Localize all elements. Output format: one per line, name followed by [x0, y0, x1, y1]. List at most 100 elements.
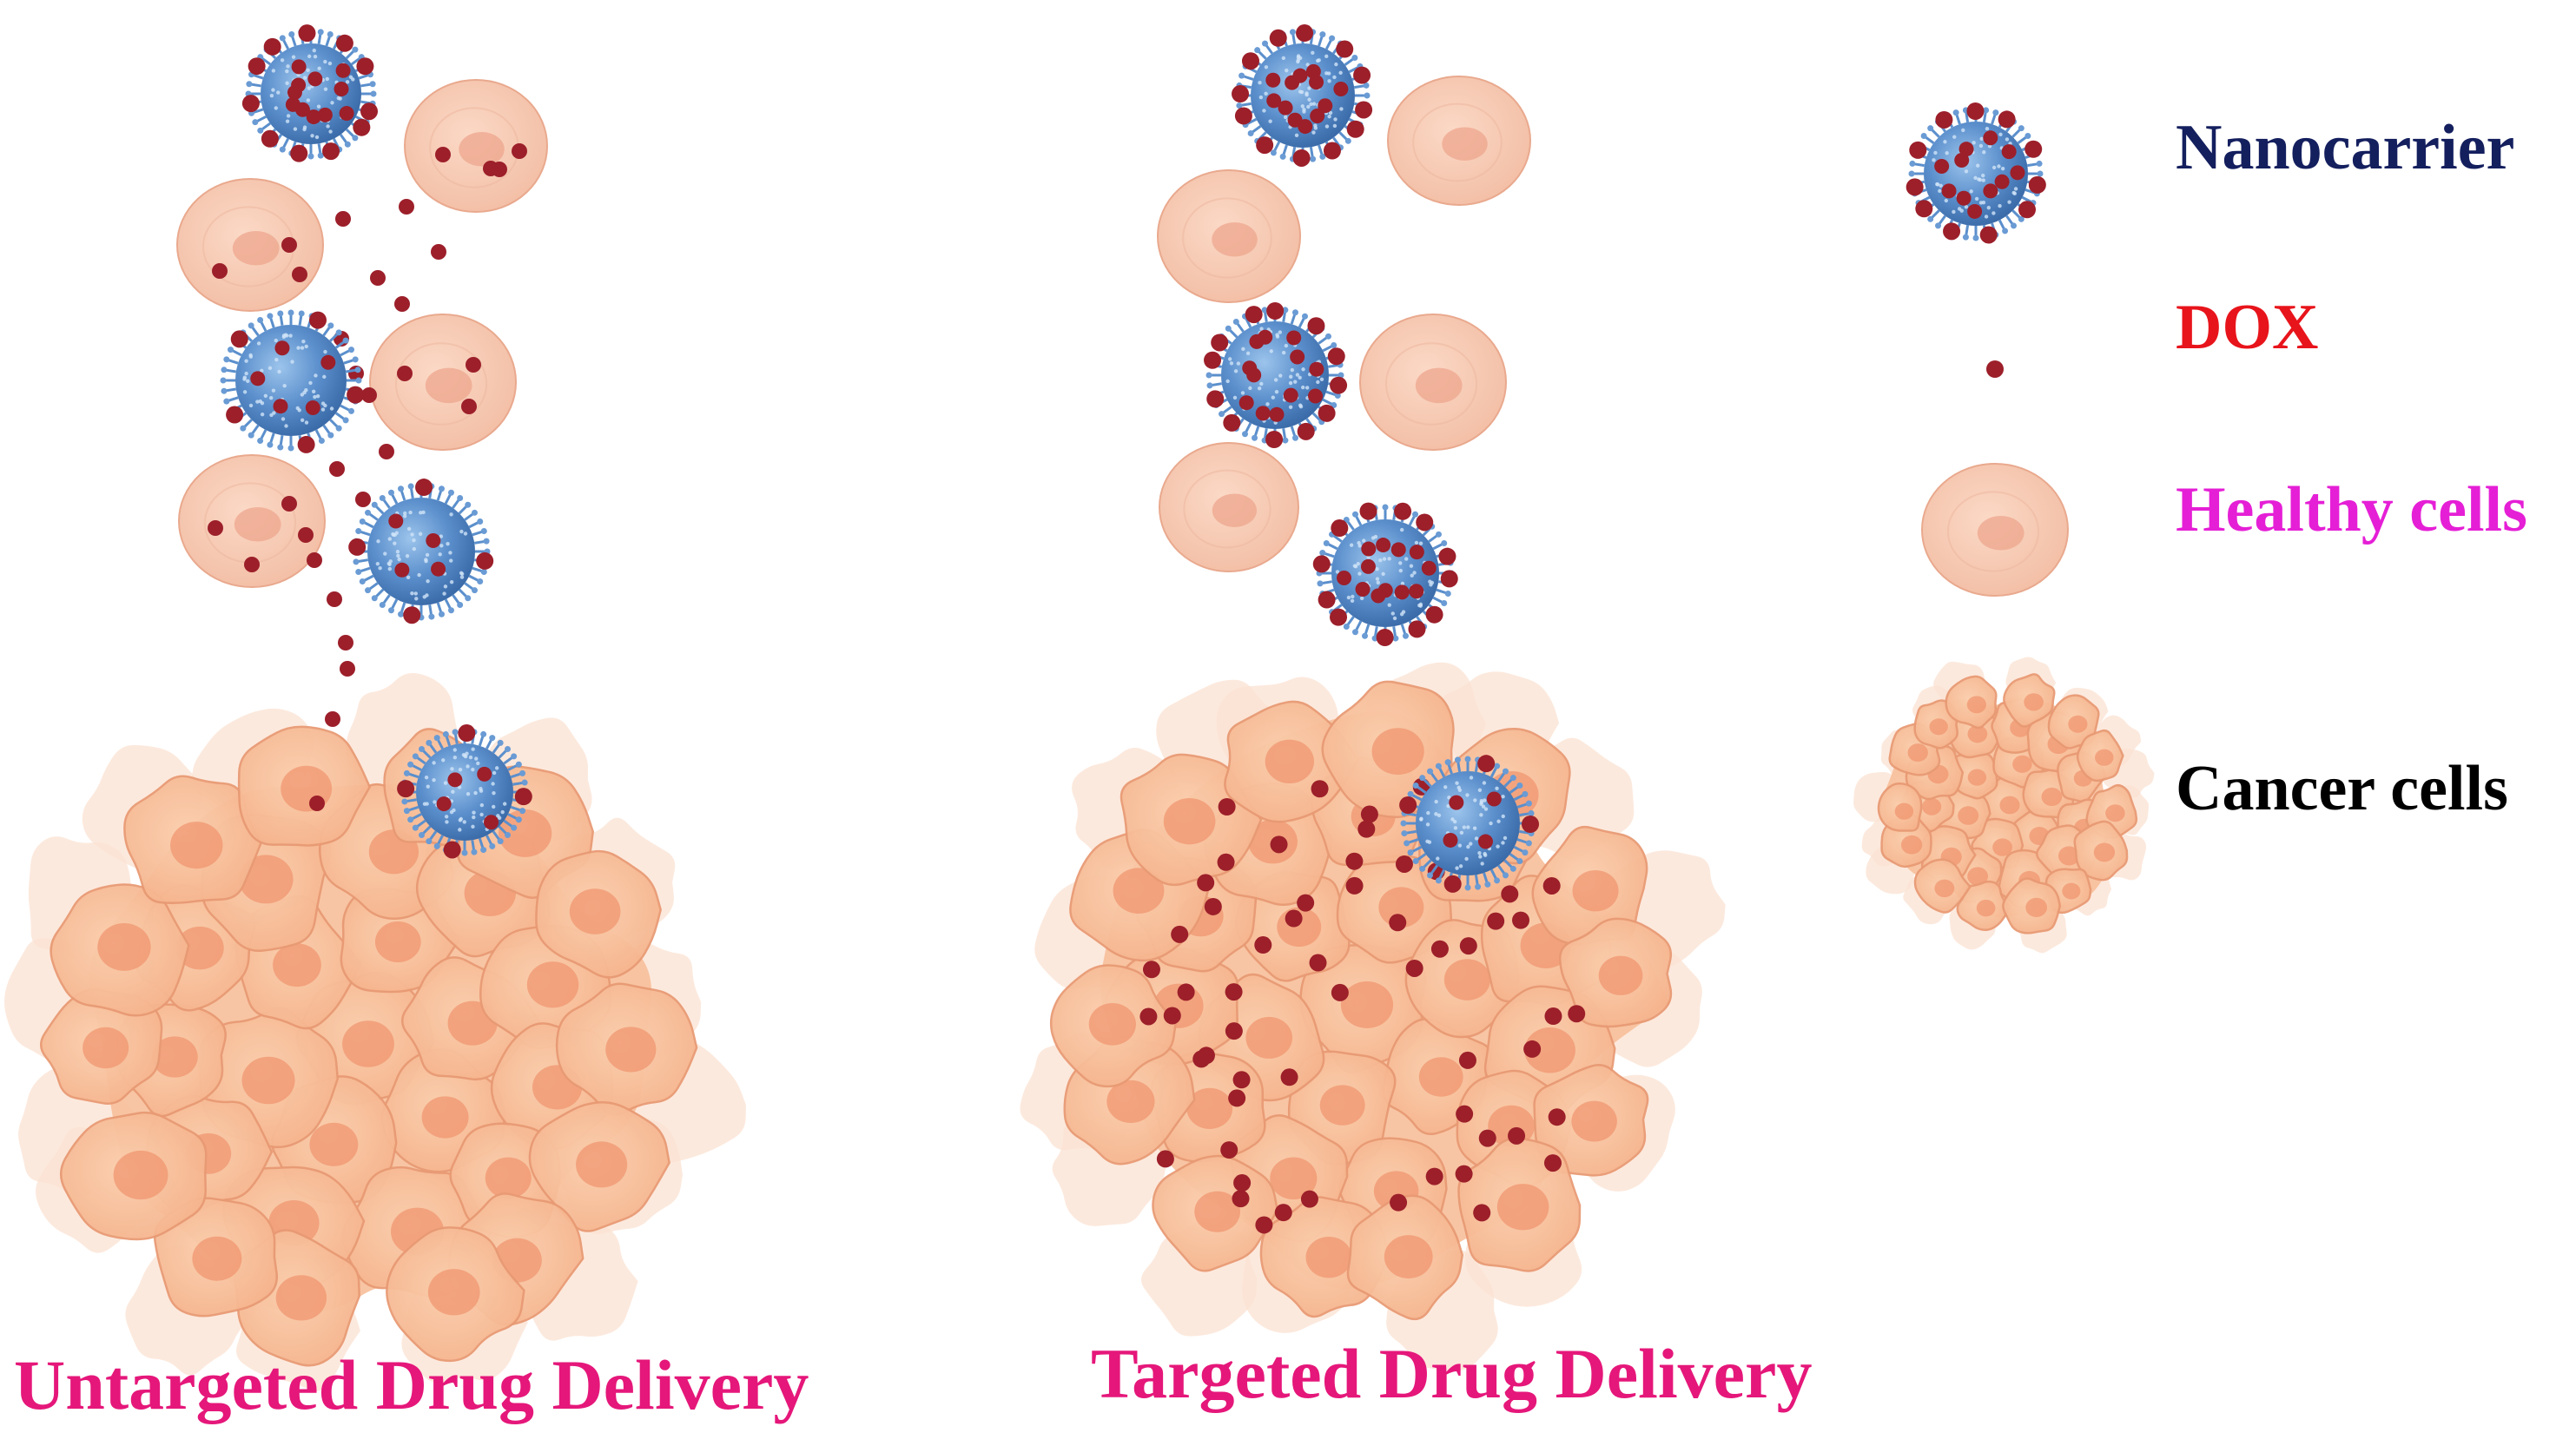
dox-particle	[426, 532, 441, 548]
nanocarrier-spike-tip	[1338, 372, 1344, 379]
dox-particle	[1390, 1193, 1408, 1212]
dox-particle	[1274, 1204, 1292, 1222]
nanocarrier-spike-tip	[1935, 222, 1942, 229]
nanocarrier-spike-tip	[515, 761, 522, 768]
nanocarrier-spike-tip	[257, 317, 264, 324]
cancer-cell-nucleus	[97, 923, 151, 971]
dox-particle	[431, 244, 446, 260]
nanocarrier-texture	[263, 393, 268, 399]
nanocarrier-texture	[1313, 126, 1318, 130]
dox-particle	[2028, 175, 2046, 194]
dox-particle	[1394, 502, 1412, 520]
dox-particle	[1523, 1040, 1542, 1058]
nanocarrier-spike-tip	[1362, 632, 1369, 639]
legend-cancer-label: Cancer cells	[2176, 753, 2508, 824]
dox-particle	[1204, 897, 1222, 915]
nanocarrier-texture	[314, 135, 320, 140]
nanocarrier-texture	[463, 753, 467, 758]
nanocarrier-texture	[1503, 835, 1508, 841]
nanocarrier-texture	[1335, 570, 1340, 574]
nanocarrier-texture	[422, 802, 427, 806]
dox-particle	[1909, 141, 1927, 159]
dox-particle	[1197, 874, 1215, 892]
dox-particle	[1238, 395, 1254, 411]
nanocarrier-texture	[1259, 327, 1264, 331]
nanocarrier-spike-tip	[465, 501, 472, 508]
untargeted-panel	[3, 24, 746, 1391]
dox-particle	[335, 34, 353, 52]
nanocarrier-texture	[1359, 596, 1364, 601]
nanocarrier-spike-tip	[1407, 849, 1414, 856]
dox-particle	[244, 557, 260, 572]
healthy-cell-icon	[404, 79, 548, 213]
nanocarrier-texture	[306, 98, 311, 102]
cancer-cell-nucleus	[2012, 755, 2032, 773]
dox-particle	[1956, 190, 1972, 206]
dox-particle	[1389, 914, 1407, 932]
dox-particle	[1409, 545, 1424, 560]
dox-particle	[379, 444, 394, 459]
dox-particle	[1501, 885, 1519, 903]
dox-particle	[1318, 404, 1336, 422]
nanocarrier-texture	[1479, 800, 1483, 805]
nanocarrier-texture	[308, 380, 313, 386]
nanocarrier-texture	[1398, 568, 1404, 573]
dox-particle	[1934, 159, 1950, 175]
nanocarrier-texture	[2005, 137, 2010, 142]
dox-particle	[361, 387, 377, 403]
dox-particle	[1459, 937, 1477, 955]
nanocarrier-spike-tip	[379, 495, 386, 502]
nanocarrier-texture	[1268, 119, 1272, 123]
dox-particle	[1265, 430, 1284, 448]
nanocarrier-spike-tip	[1317, 580, 1324, 587]
nanocarrier-spike-tip	[1972, 234, 1979, 241]
nanocarrier-texture	[445, 820, 449, 824]
dox-particle	[1345, 876, 1364, 895]
nanocarrier-spike-tip	[335, 425, 342, 432]
nanocarrier-texture	[1278, 330, 1283, 334]
nanocarrier-texture	[1327, 79, 1331, 83]
dox-particle	[1312, 555, 1331, 573]
cancer-cell-nucleus	[2025, 897, 2048, 917]
nanocarrier-texture	[302, 127, 307, 132]
dox-particle	[461, 399, 477, 414]
nanocarrier-texture	[492, 770, 497, 776]
nanocarrier-texture	[433, 800, 437, 804]
nanocarrier-spike-tip	[1494, 763, 1501, 769]
nanocarrier-texture	[1978, 143, 1984, 149]
nanocarrier-spike-tip	[1962, 234, 1969, 241]
nanocarrier-spike-tip	[369, 81, 376, 88]
nanocarrier-spike-tip	[223, 356, 230, 363]
dox-particle	[1156, 1150, 1174, 1168]
nanocarrier-spike-tip	[1464, 756, 1471, 763]
dox-particle	[1986, 360, 2004, 378]
healthy-cell-nucleus	[425, 367, 472, 404]
nanocarrier-texture	[410, 591, 414, 596]
nanocarrier-texture	[277, 369, 281, 374]
nanocarrier-texture	[1501, 841, 1505, 845]
dox-particle	[1478, 1129, 1496, 1147]
dox-particle	[325, 711, 340, 727]
dox-particle	[1225, 983, 1243, 1001]
nanocarrier-spike-tip	[1516, 857, 1523, 864]
nanocarrier-texture	[1481, 804, 1486, 809]
dox-particle	[298, 527, 314, 543]
nanocarrier-texture	[1240, 391, 1245, 395]
nanocarrier-spike-tip	[428, 613, 435, 620]
nanocarrier-spike-tip	[1291, 309, 1298, 316]
cancer-cell-nucleus	[275, 1275, 327, 1321]
dox-particle	[1508, 1126, 1526, 1145]
healthy-cell-ring	[1182, 197, 1272, 279]
healthy-cell-nucleus	[1977, 516, 2024, 551]
nanocarrier-texture	[301, 339, 306, 344]
nanocarrier-spike-tip	[1435, 877, 1442, 884]
nanocarrier-texture	[432, 778, 436, 783]
nanocarrier-texture	[1473, 798, 1477, 802]
healthy-cell-nucleus	[1212, 493, 1257, 527]
nanocarrier-spike-tip	[327, 432, 334, 439]
nanocarrier-spike-tip	[2037, 170, 2044, 177]
nanocarrier-texture	[1414, 540, 1419, 545]
nanocarrier-texture	[1295, 373, 1300, 377]
dox-particle	[1345, 852, 1364, 870]
